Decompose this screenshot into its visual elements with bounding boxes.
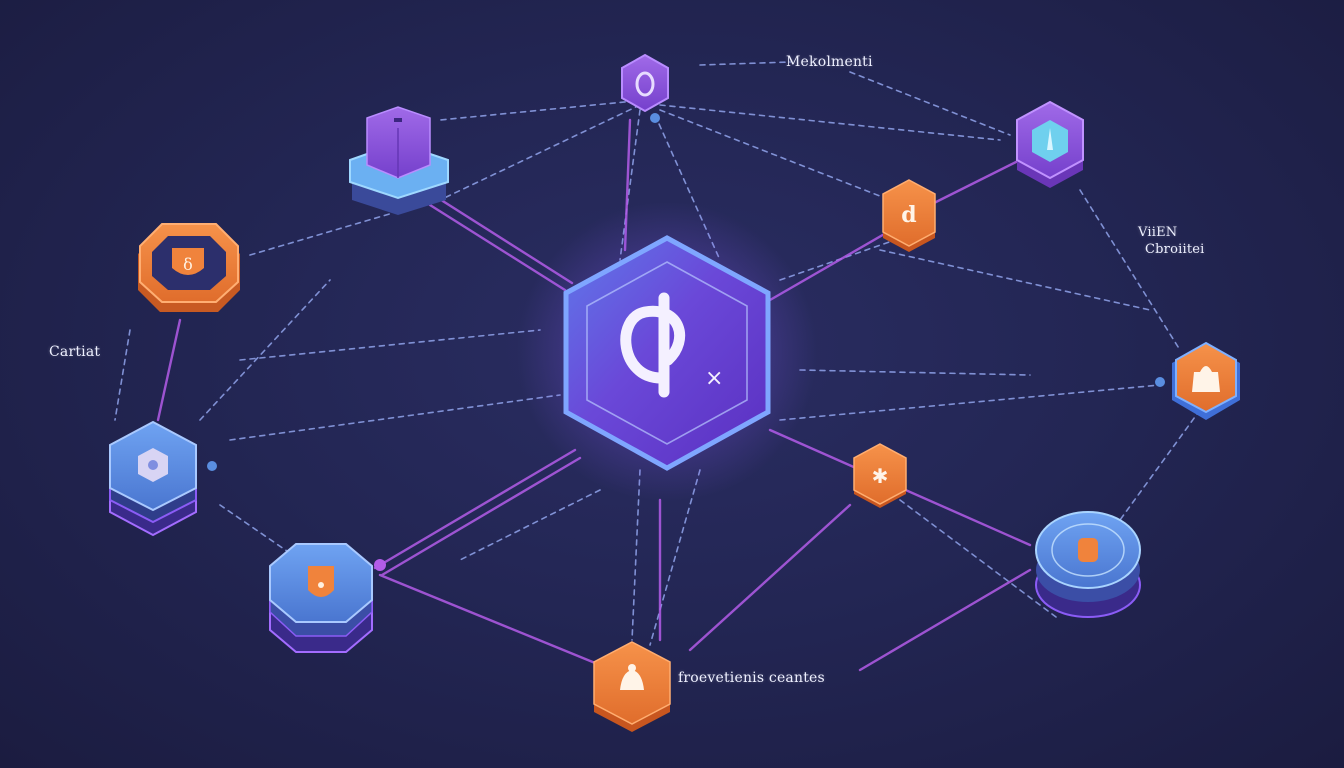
shield-icon xyxy=(172,248,204,275)
node-left[interactable] xyxy=(109,420,217,537)
node-top[interactable] xyxy=(621,53,669,123)
node-right[interactable] xyxy=(1155,341,1240,420)
node-bottomright[interactable] xyxy=(1035,511,1141,618)
badge-icon xyxy=(308,566,334,597)
label-right-line1: ViiEN xyxy=(1138,225,1178,240)
d-glyph-icon: d xyxy=(901,202,916,228)
label-bottom: froevetienis ceantes xyxy=(678,670,825,686)
hub-accent-glyph: × xyxy=(705,366,723,391)
star-icon: ✱ xyxy=(872,464,889,488)
svg-text:ẟ: ẟ xyxy=(183,255,193,274)
ring-icon xyxy=(635,71,655,97)
label-right-line2: Cbroiitei xyxy=(1145,242,1205,257)
node-bottom[interactable] xyxy=(593,641,671,732)
node-bottomleft[interactable] xyxy=(269,543,386,653)
label-left: Cartiat xyxy=(49,344,101,360)
bell-icon xyxy=(620,670,644,690)
label-top: Mekolmenti xyxy=(786,54,873,70)
node-topright[interactable] xyxy=(1016,100,1084,188)
bag-icon xyxy=(1192,366,1220,392)
node-topleft-cube[interactable] xyxy=(349,106,449,215)
node-left-upper[interactable]: ẟ xyxy=(138,223,240,312)
node-center-right[interactable]: ✱ xyxy=(853,443,907,508)
links xyxy=(114,61,1201,672)
cup-icon xyxy=(1078,538,1098,562)
node-right-upper[interactable]: d xyxy=(882,179,936,252)
hub-node[interactable]: × xyxy=(517,202,817,502)
q-hook-icon xyxy=(620,292,686,398)
